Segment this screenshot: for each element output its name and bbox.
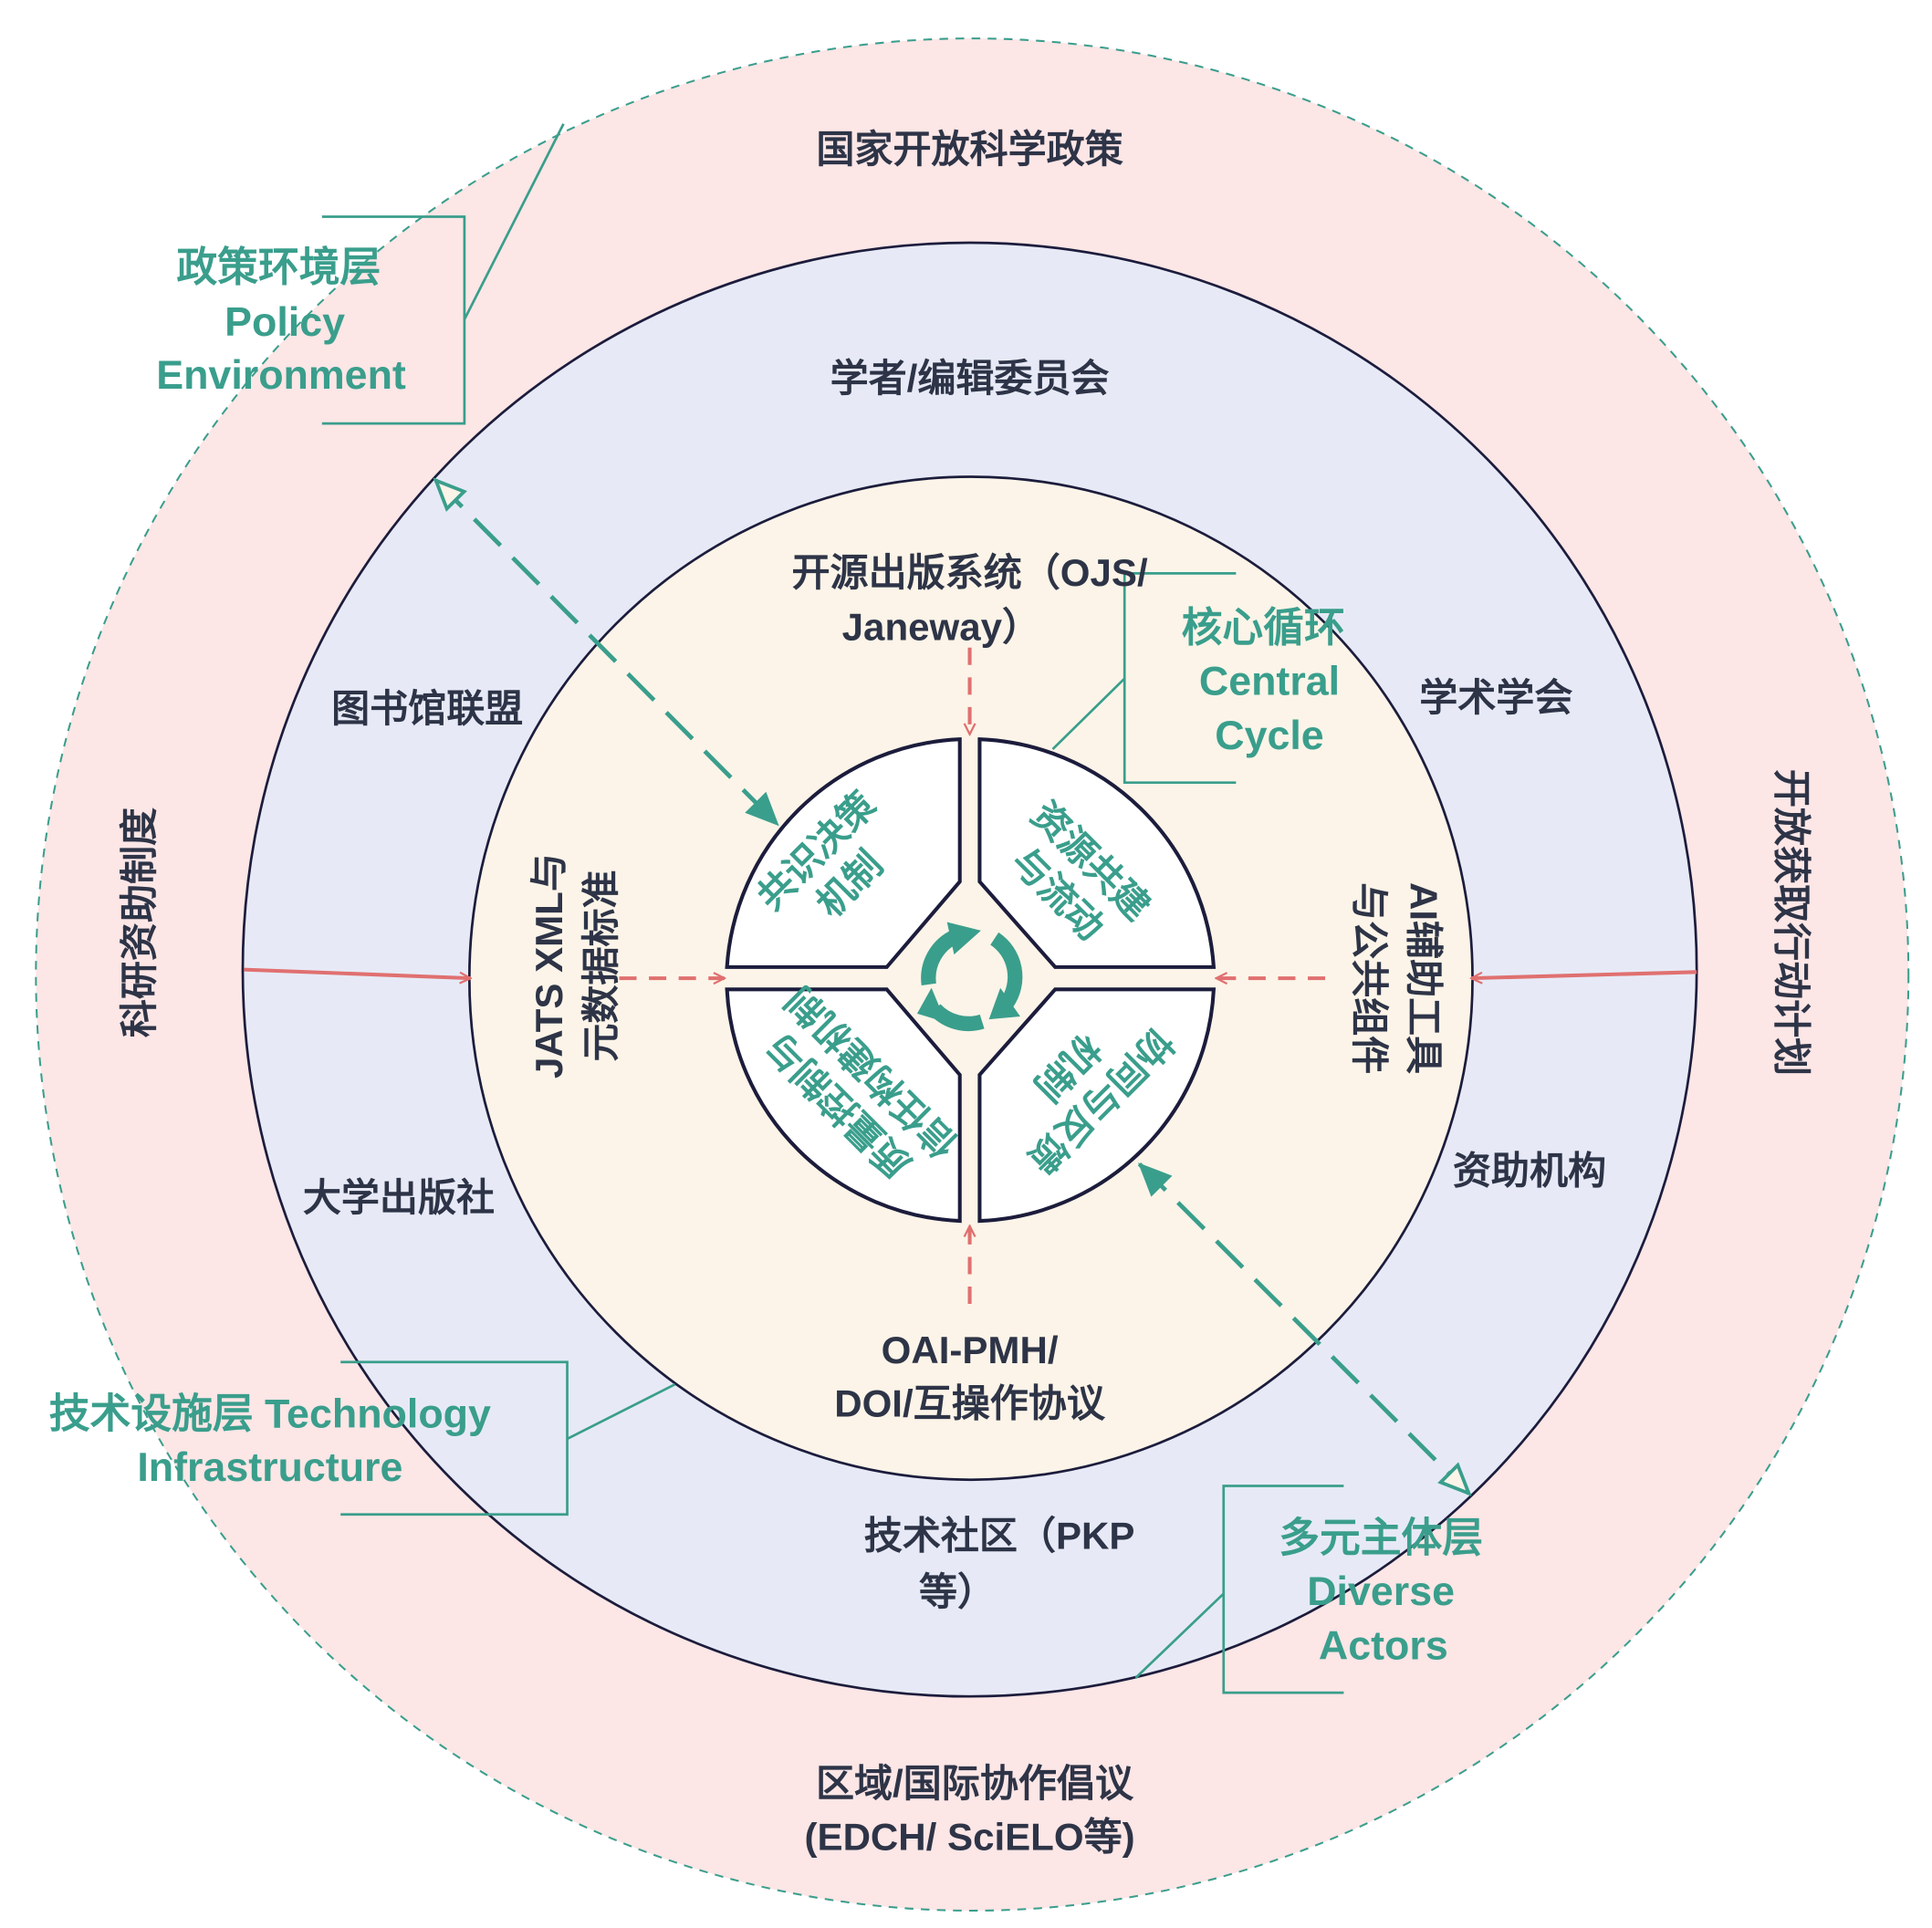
policy-bracket	[321, 123, 565, 425]
annotation-policy: 政策环境层	[176, 245, 381, 290]
core-quadrant-top-left	[725, 737, 962, 969]
middle-label-lower-left: 大学出版社	[303, 1176, 495, 1219]
annotation-actors-2: Diverse	[1307, 1568, 1455, 1614]
middle-label-upper-left: 图书馆联盟	[331, 687, 523, 730]
outer-label-right: 开放获取行动计划	[1770, 769, 1813, 1076]
middle-label-top: 学者/编辑委员会	[830, 357, 1110, 400]
annotation-core-3: Cycle	[1215, 713, 1323, 758]
annotation-technology-2: Infrastructure	[137, 1444, 402, 1490]
core-bracket	[1051, 571, 1237, 785]
cycle-icon	[916, 922, 1023, 1031]
arrow-right-oa-to-inner	[1471, 970, 1697, 978]
inner-label-top: 开源出版系统（OJS/	[791, 551, 1147, 594]
inner-label-left: JATS XML与	[527, 853, 570, 1079]
outer-label-bottom-2: (EDCH/ SciELO等)	[805, 1815, 1135, 1858]
middle-label-bottom-2: 等）	[919, 1570, 996, 1613]
core-quadrant-bottom-right	[977, 987, 1217, 1224]
inner-label-left-2: 元数据标准	[580, 870, 622, 1061]
annotation-policy-2: Policy	[225, 299, 345, 345]
middle-label-bottom: 技术社区（PKP	[864, 1515, 1135, 1558]
teal-dashed-arrow-lower-right	[1137, 1162, 1468, 1494]
core-quadrant-bottom-left	[725, 987, 962, 1224]
annotation-actors: 多元主体层	[1279, 1515, 1483, 1560]
inner-label-bottom-2: DOI/互操作协议	[834, 1382, 1106, 1425]
actors-bracket	[1134, 1485, 1344, 1694]
inner-label-right: AI辅助工具	[1403, 882, 1446, 1074]
annotation-core: 核心循环	[1182, 605, 1345, 651]
outer-label-left: 科研资助制度	[118, 808, 161, 1037]
middle-label-lower-right: 资助机构	[1453, 1149, 1606, 1192]
inner-label-right-2: 与公共组件	[1348, 882, 1391, 1074]
teal-dashed-arrow-upper-left	[436, 481, 779, 827]
core-quadrant-top-right	[977, 737, 1217, 969]
annotation-policy-3: Environment	[156, 352, 406, 398]
middle-label-upper-right: 学术学会	[1419, 676, 1572, 719]
inner-label-top-2: Janeway）	[842, 606, 1040, 649]
annotation-core-2: Central	[1199, 658, 1340, 703]
inner-label-bottom: OAI-PMH/	[882, 1329, 1059, 1371]
annotation-actors-3: Actors	[1319, 1622, 1448, 1668]
outer-label-bottom: 区域/国际协作倡议	[816, 1762, 1134, 1805]
annotation-technology: 技术设施层 Technology	[49, 1391, 491, 1437]
arrow-left-funding-to-inner	[244, 967, 470, 978]
technology-bracket	[340, 1360, 676, 1516]
outer-label-top: 国家开放科学政策	[816, 128, 1123, 171]
